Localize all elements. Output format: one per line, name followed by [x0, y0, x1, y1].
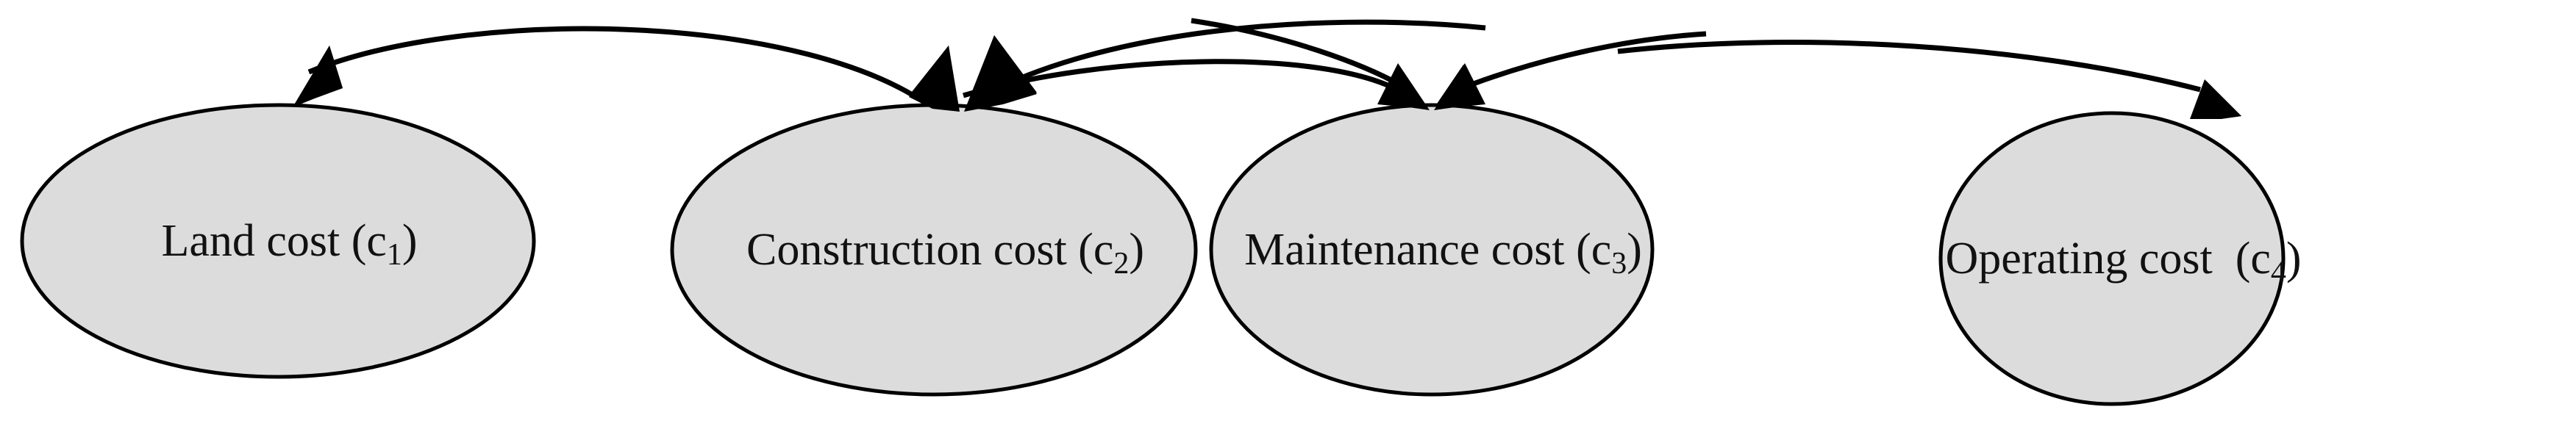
- edge-c2-to-c3-path: [969, 19, 1486, 106]
- overlay-arrowhead-c3-left: [1377, 63, 1430, 110]
- edge-c2-to-c1[interactable]: [293, 26, 938, 112]
- edge-c3-to-c4[interactable]: [1617, 40, 2241, 119]
- node-c4[interactable]: Operating cost (c4): [1843, 111, 2381, 406]
- node-c1-ellipse[interactable]: [20, 103, 536, 379]
- overlay-arrowhead-c2-right: [964, 35, 1037, 112]
- overlay-arrowhead-c1: [293, 46, 343, 107]
- node-c3-label: Maintenance cost (c3): [1142, 225, 1722, 280]
- node-c3[interactable]: Maintenance cost (c3): [1142, 103, 1722, 397]
- edge-into-c3-right-path: [1446, 31, 1707, 97]
- overlay-arrowhead-c2-left: [909, 46, 960, 112]
- node-c4-label: Operating cost (c4): [1843, 234, 2381, 289]
- node-c4-ellipse[interactable]: [1938, 111, 2286, 406]
- node-c2-label: Construction cost (c2): [643, 225, 1224, 280]
- overlay-arrowhead-c3-right: [1434, 63, 1485, 110]
- node-c1-label: Land cost (c1): [59, 216, 497, 271]
- arrowheads-overlay: [293, 35, 2241, 119]
- node-c3-ellipse[interactable]: [1209, 103, 1655, 397]
- edge-c3-to-c4-path: [1617, 40, 2201, 93]
- node-c1[interactable]: Land cost (c1): [20, 103, 536, 379]
- edge-c2-to-c1-path: [307, 26, 938, 112]
- node-c2[interactable]: Construction cost (c2): [643, 103, 1224, 397]
- overlay-arrowhead-c4: [2190, 79, 2241, 119]
